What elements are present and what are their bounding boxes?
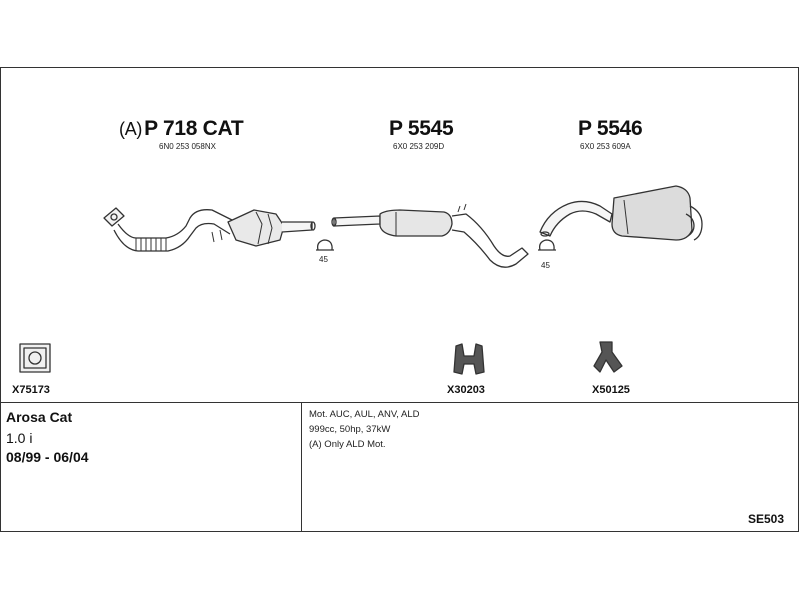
accessory-code-mounting: X50125 (592, 384, 630, 396)
part-title-middle-silencer: P 5545 (389, 117, 454, 141)
oem-number-middle-silencer: 6X0 253 209D (393, 142, 445, 151)
reference-code: SE503 (748, 512, 785, 526)
part-number: P 5545 (389, 117, 454, 140)
accessory-code-gasket: X75173 (12, 384, 50, 396)
part-title-rear-silencer: P 5546 (578, 117, 643, 141)
flange-gasket-drawing (19, 343, 51, 373)
clamp-drawing (538, 239, 556, 251)
clamp-drawing (316, 239, 334, 251)
clamp-size-label: 45 (319, 255, 328, 264)
oem-number-catalyst: 6N0 253 058NX (159, 142, 216, 151)
part-number: P 718 CAT (144, 117, 244, 140)
horizontal-divider (0, 402, 799, 403)
part-title-catalyst: (A)P 718 CAT (119, 117, 244, 141)
catalyst-pipe-drawing (103, 207, 316, 252)
clamp-size-label: 45 (541, 261, 550, 270)
part-prefix: (A) (119, 119, 143, 139)
rubber-mounting-drawing (593, 341, 623, 373)
accessory-code-hanger: X30203 (447, 384, 485, 396)
rubber-hanger-drawing (453, 343, 485, 375)
engine-codes-note: Mot. AUC, AUL, ANV, ALD (309, 409, 420, 420)
rear-silencer-drawing (539, 185, 703, 241)
parts-diagram-frame (0, 67, 799, 532)
vehicle-model: Arosa Cat (6, 409, 73, 425)
engine-spec-note: 999cc, 50hp, 37kW (309, 424, 391, 435)
vertical-divider (301, 402, 302, 532)
part-number: P 5546 (578, 117, 643, 140)
vehicle-years: 08/99 - 06/04 (6, 449, 89, 465)
fitment-note: (A) Only ALD Mot. (309, 439, 386, 450)
vehicle-engine: 1.0 i (6, 430, 33, 446)
middle-silencer-drawing (331, 203, 529, 268)
oem-number-rear-silencer: 6X0 253 609A (580, 142, 631, 151)
